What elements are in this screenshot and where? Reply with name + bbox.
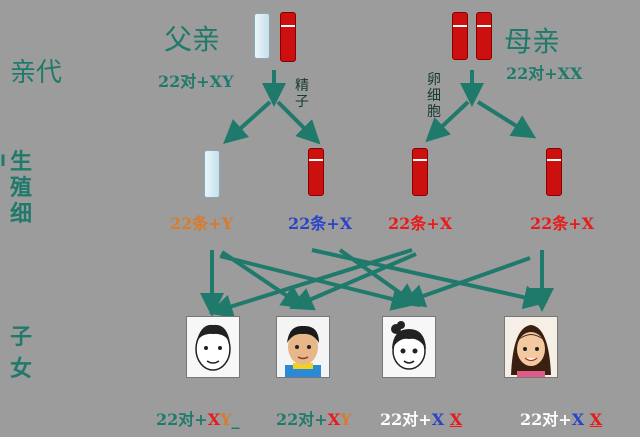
offspring-2-prefix: 22对+ bbox=[276, 410, 328, 429]
offspring-side-label: 子 女 bbox=[10, 322, 34, 386]
father-genotype: 22对+XY bbox=[158, 72, 234, 91]
egg-char-1: 卵 bbox=[427, 72, 441, 88]
gamete-chromosome-maternal-x1 bbox=[412, 148, 428, 196]
offspring-2-allele-b: Y bbox=[340, 410, 352, 429]
girl-sketch-icon bbox=[391, 321, 426, 370]
father-label: 父亲 bbox=[164, 23, 221, 56]
gamete-label-2-letter: X bbox=[339, 214, 353, 233]
gamete-label-3-prefix: 22条+ bbox=[388, 214, 440, 233]
gamete-side-char-3: 细 bbox=[10, 202, 33, 227]
offspring-genotype-1: 22对+XY_ bbox=[156, 406, 240, 430]
gamete-chromosome-maternal-x2 bbox=[546, 148, 562, 196]
gamete-label-2-prefix: 22条+ bbox=[288, 214, 340, 233]
offspring-3-prefix: 22对+ bbox=[380, 410, 432, 429]
egg-char-3: 胞 bbox=[427, 104, 441, 120]
girl-cartoon-icon bbox=[511, 325, 551, 377]
sperm-label: 精 子 bbox=[294, 78, 310, 110]
sperm-char-2: 子 bbox=[295, 94, 309, 110]
offspring-3-allele-a: X bbox=[431, 410, 445, 429]
mother-label: 母亲 bbox=[504, 25, 561, 58]
gamete-label-4-prefix: 22条+ bbox=[530, 214, 582, 233]
cross-mx2-to-child2 bbox=[288, 252, 417, 311]
gamete-label-3-letter: X bbox=[439, 214, 453, 233]
offspring-3-allele-b: X bbox=[449, 410, 463, 429]
offspring-1-allele-b: Y bbox=[220, 410, 232, 429]
cross-mx1-to-child3 bbox=[338, 248, 420, 307]
sperm-char-1: 精 bbox=[295, 78, 309, 94]
parent-generation-label: 亲代 bbox=[10, 58, 63, 88]
arrow-father-right bbox=[276, 100, 321, 145]
arrow-mother-right bbox=[476, 100, 537, 139]
gamete-label-1: 22条+Y bbox=[170, 210, 233, 234]
offspring-4-prefix: 22对+ bbox=[520, 410, 572, 429]
left-edge-mark: I bbox=[0, 151, 6, 170]
gamete-chromosome-paternal-x bbox=[308, 148, 324, 196]
gamete-side-label: 生 殖 细 bbox=[10, 150, 34, 228]
gamete-label-4-letter: X bbox=[581, 214, 595, 233]
gamete-label-1-prefix: 22条+ bbox=[170, 214, 222, 233]
offspring-genotype-4: 22对+X X bbox=[520, 406, 602, 430]
offspring-4-allele-b: X bbox=[589, 410, 603, 429]
father-chromosome-x bbox=[280, 12, 296, 62]
arrow-father-left bbox=[223, 100, 272, 145]
offspring-genotype-2: 22对+XY bbox=[276, 406, 352, 430]
gamete-label-4: 22条+X bbox=[530, 210, 594, 234]
offspring-1-allele-a: X bbox=[207, 410, 221, 429]
boy-sketch-icon bbox=[195, 324, 231, 371]
father-chromosome-y bbox=[254, 13, 270, 59]
child-face-boy-sketch bbox=[186, 316, 240, 378]
gamete-side-char-1: 生 bbox=[10, 150, 33, 175]
child-face-girl-photo bbox=[504, 316, 558, 378]
child-face-boy-photo bbox=[276, 316, 330, 378]
offspring-4-allele-a: X bbox=[571, 410, 585, 429]
cross-x-to-child3 bbox=[219, 254, 416, 311]
egg-char-2: 细 bbox=[427, 88, 441, 104]
mother-chromosome-x2 bbox=[476, 12, 492, 60]
cross-mx2-to-child3 bbox=[400, 256, 531, 308]
egg-label: 卵 细 胞 bbox=[426, 72, 442, 120]
offspring-side-char-1: 子 bbox=[10, 325, 33, 350]
offspring-1-suffix: _ bbox=[231, 410, 240, 429]
gamete-side-char-2: 殖 bbox=[10, 176, 33, 201]
gamete-label-3: 22条+X bbox=[388, 210, 452, 234]
offspring-2-allele-a: X bbox=[327, 410, 341, 429]
arrow-mother-left bbox=[425, 100, 470, 143]
child-face-girl-sketch bbox=[382, 316, 436, 378]
gamete-label-1-letter: Y bbox=[221, 214, 234, 233]
boy-cartoon-icon bbox=[285, 325, 321, 377]
offspring-genotype-3: 22对+X X bbox=[380, 406, 462, 430]
mother-genotype: 22对+XX bbox=[506, 64, 583, 83]
gamete-label-2: 22条+X bbox=[288, 210, 352, 234]
offspring-1-prefix: 22对+ bbox=[156, 410, 208, 429]
gamete-chromosome-y bbox=[204, 150, 220, 198]
offspring-side-char-2: 女 bbox=[10, 357, 33, 382]
mother-chromosome-x1 bbox=[452, 12, 468, 60]
cross-mx1-to-child1 bbox=[208, 248, 413, 318]
cross-x-to-child4 bbox=[311, 248, 548, 310]
